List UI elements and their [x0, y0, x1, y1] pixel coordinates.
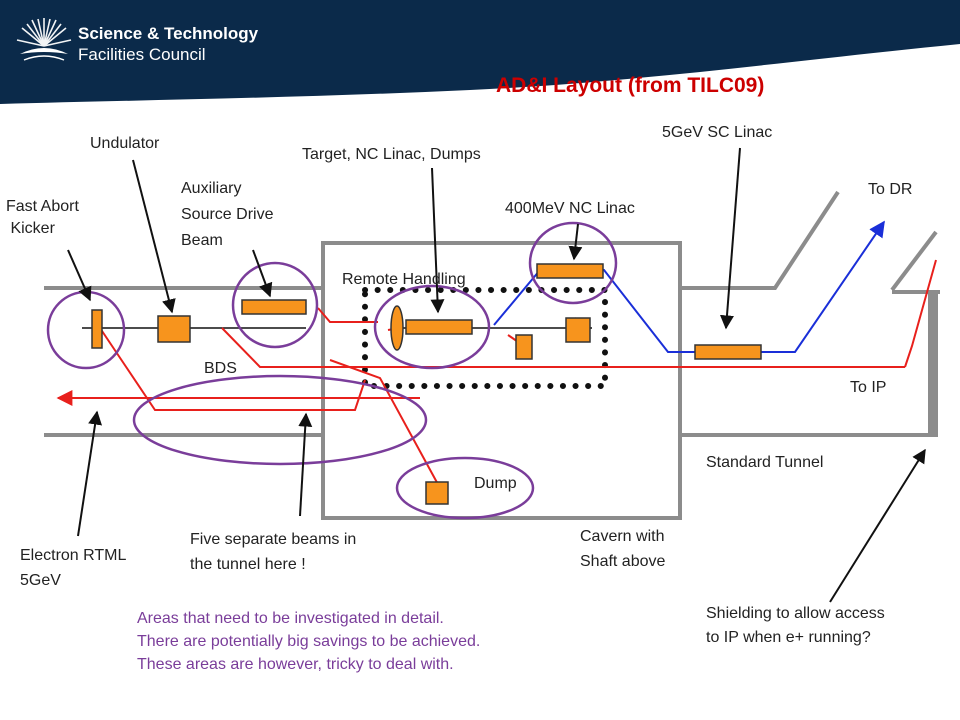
stfc-logo	[14, 14, 254, 72]
highlight-target	[373, 284, 491, 370]
label-cavern-line1: Cavern with	[580, 528, 665, 545]
bds-to-ip-line	[221, 327, 905, 368]
label-five-beams-line2: the tunnel here !	[190, 556, 306, 573]
dump-block	[425, 481, 449, 505]
dump-line	[329, 359, 441, 489]
stfc-sunburst-icon	[16, 18, 72, 61]
highlight-dump	[395, 456, 535, 520]
arrow-5gev	[719, 147, 741, 330]
components	[91, 263, 762, 505]
remote-handling-boundary	[362, 287, 608, 389]
label-shielding-line2: to IP when e+ running?	[706, 629, 871, 646]
400mev-nc-linac-block	[536, 263, 604, 279]
dr-wall-right	[890, 230, 938, 292]
label-5gev-sc-linac: 5GeV SC Linac	[662, 124, 773, 141]
tunnel-wall-top-right	[680, 190, 840, 290]
aux-source-drive-block	[241, 299, 307, 315]
aux-drive-link	[317, 307, 378, 323]
label-400mev-nc-linac: 400MeV NC Linac	[505, 200, 635, 217]
arrow-400mev	[568, 223, 583, 261]
label-cavern-line2: Shaft above	[580, 553, 666, 570]
electron-rtml-path	[99, 327, 366, 411]
label-auxiliary-source: Auxiliary Source Drive Beam	[181, 176, 273, 254]
label-shielding: Shielding to allow access to IP when e+ …	[706, 602, 885, 650]
label-to-ip: To IP	[850, 379, 887, 396]
header-band	[0, 0, 960, 108]
undulator-block	[157, 315, 191, 343]
highlight-ellipses	[46, 221, 618, 520]
nc-linac-block	[405, 319, 473, 335]
highlight-kicker	[46, 290, 126, 370]
label-fast-abort-line1: Fast Abort	[6, 198, 79, 215]
label-fast-abort-line2: Kicker	[6, 220, 55, 237]
callout-arrows	[67, 147, 926, 603]
cavern-outline	[321, 241, 682, 520]
logo-line2: Facilities Council	[78, 45, 206, 64]
dump-small-1	[515, 334, 533, 360]
slide-title: AD&I Layout (from TILC09)	[496, 74, 765, 97]
arrow-shielding	[829, 448, 926, 603]
logo-line1: Science & Technology	[78, 24, 259, 43]
label-bds: BDS	[204, 360, 237, 377]
label-remote-handling: Remote Handling	[342, 271, 466, 288]
note-line-3: These areas are however, tricky to deal …	[137, 656, 454, 673]
arrow-fast-abort	[67, 249, 92, 302]
label-target-nc-linac-dumps: Target, NC Linac, Dumps	[302, 146, 481, 163]
label-dump: Dump	[474, 475, 517, 492]
note-line-2: There are potentially big savings to be …	[137, 633, 481, 650]
arrow-aux-source	[252, 249, 273, 298]
label-aux-line2: Source Drive	[181, 206, 274, 223]
highlight-five-beams	[132, 374, 428, 466]
highlight-400mev	[528, 221, 618, 305]
to-ip-right-segment	[904, 259, 937, 368]
dump-small-2	[565, 317, 591, 343]
label-shielding-line1: Shielding to allow access	[706, 605, 885, 622]
label-cavern: Cavern with Shaft above	[580, 524, 665, 574]
arrow-electron-rtml	[77, 410, 103, 537]
arrow-undulator	[132, 159, 176, 314]
label-to-dr: To DR	[868, 181, 913, 198]
note-line-1: Areas that need to be investigated in de…	[137, 610, 444, 627]
label-electron-rtml: Electron RTML 5GeV	[20, 543, 126, 593]
arrow-target	[430, 167, 445, 314]
label-fast-abort-kicker: Fast Abort Kicker	[6, 196, 79, 240]
label-standard-tunnel: Standard Tunnel	[706, 454, 824, 471]
label-electron-rtml-line1: Electron RTML	[20, 547, 127, 564]
header-shape	[0, 0, 960, 104]
label-five-beams: Five separate beams in the tunnel here !	[190, 527, 356, 577]
header-background	[0, 0, 960, 104]
label-five-beams-line1: Five separate beams in	[190, 531, 357, 548]
fast-abort-kicker-magnet	[91, 309, 103, 349]
target-wheel	[390, 305, 404, 351]
highlight-aux-source	[231, 261, 319, 349]
investigation-notes: Areas that need to be investigated in de…	[137, 607, 480, 676]
label-electron-rtml-line2: 5GeV	[20, 572, 61, 589]
label-undulator: Undulator	[90, 135, 160, 152]
shielding-wall	[928, 294, 938, 437]
label-aux-line3: Beam	[181, 232, 223, 249]
5gev-sc-linac-block	[694, 344, 762, 360]
label-aux-line1: Auxiliary	[181, 180, 242, 197]
arrow-five-beams	[298, 412, 313, 517]
